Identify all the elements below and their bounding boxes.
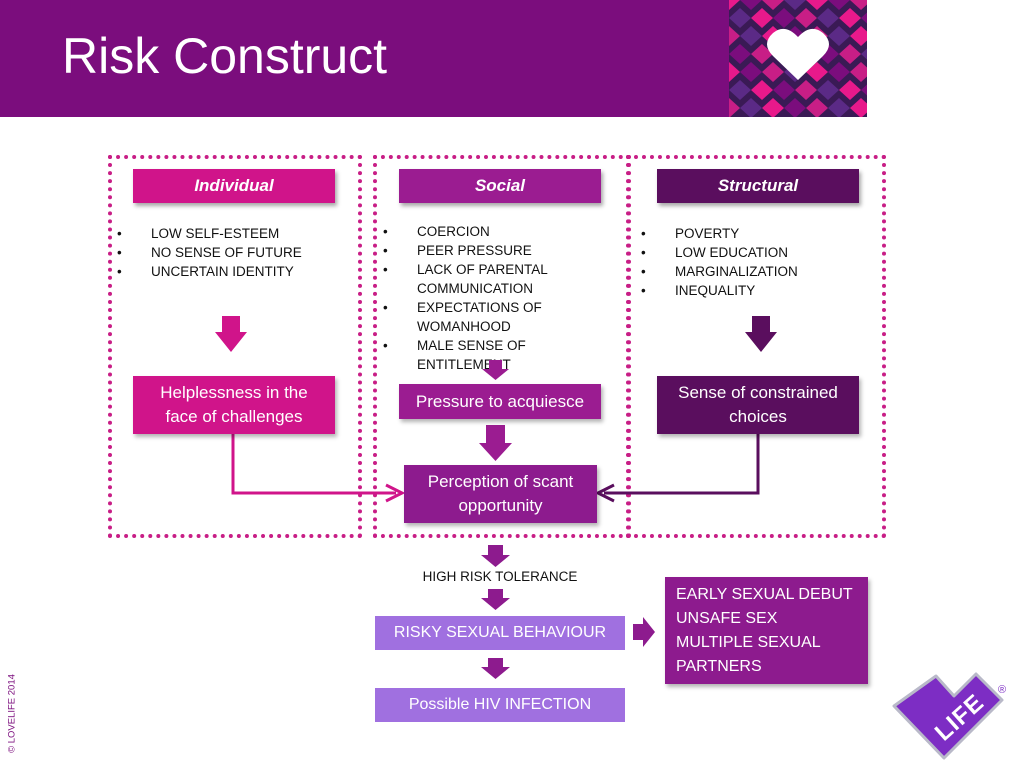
pattern-diamond <box>751 80 773 100</box>
list-item: COERCION <box>383 222 619 241</box>
pattern-diamond <box>729 0 740 10</box>
pattern-diamond <box>828 26 850 46</box>
list-item: POVERTY <box>641 224 877 243</box>
structural-connector-arrowhead-icon <box>594 483 615 503</box>
slide-title: Risk Construct <box>62 28 388 84</box>
pattern-diamond <box>729 80 751 100</box>
heart-icon <box>767 28 829 80</box>
pattern-diamond <box>751 8 773 28</box>
pattern-diamond <box>839 8 861 28</box>
pattern-diamond <box>751 44 773 64</box>
pattern-diamond <box>839 44 861 64</box>
pattern-diamond <box>806 98 828 117</box>
list-item: MARGINALIZATION <box>641 262 877 281</box>
list-item: INEQUALITY <box>641 281 877 300</box>
social-down-arrow-icon <box>479 425 512 461</box>
pattern-diamond <box>740 62 762 82</box>
pattern-diamond <box>839 80 861 100</box>
list-item: NO SENSE OF FUTURE <box>117 243 347 262</box>
list-item: PEER PRESSURE <box>383 241 619 260</box>
constrained-choices-box: Sense of constrained choices <box>657 376 859 434</box>
pattern-diamond <box>817 8 839 28</box>
pattern-diamond <box>773 8 795 28</box>
structural-connector-line <box>604 434 760 495</box>
pattern-diamond <box>850 62 867 82</box>
pattern-diamond <box>828 98 850 117</box>
pattern-diamond <box>861 48 867 60</box>
header-bar <box>0 0 867 117</box>
structural-down-arrow-icon <box>745 316 777 352</box>
logo-registered-mark: ® <box>998 684 1007 696</box>
pattern-diamond <box>806 0 828 10</box>
copyright-text: © LOVELIFE 2014 <box>6 674 18 753</box>
behaviour-down-arrow-icon <box>481 589 510 610</box>
list-item: LOW EDUCATION <box>641 243 877 262</box>
pattern-diamond <box>828 0 850 10</box>
list-item: LACK OF PARENTAL COMMUNICATION <box>383 260 619 298</box>
tolerance-down-arrow-icon <box>481 545 510 567</box>
hiv-infection-box: Possible HIV INFECTION <box>375 688 625 722</box>
outcome-item: EARLY SEXUAL DEBUT <box>676 586 853 603</box>
outcome-item: MULTIPLE SEXUAL PARTNERS <box>676 634 821 675</box>
list-item: EXPECTATIONS OF WOMANHOOD <box>383 298 619 336</box>
individual-frame <box>108 155 362 538</box>
structural-frame <box>626 155 886 538</box>
infection-down-arrow-icon <box>481 658 510 679</box>
social-factors-list: COERCION PEER PRESSURE LACK OF PARENTAL … <box>383 222 619 374</box>
pattern-diamond <box>762 98 784 117</box>
pattern-diamond <box>850 0 867 10</box>
social-tag: Social <box>399 169 601 203</box>
pattern-diamond <box>729 62 740 82</box>
logo-heart-icon <box>892 672 1004 760</box>
pressure-box: Pressure to acquiesce <box>399 384 601 419</box>
risky-behaviour-box: RISKY SEXUAL BEHAVIOUR <box>375 616 625 650</box>
pattern-diamond <box>795 80 817 100</box>
pattern-diamond <box>729 98 740 117</box>
individual-down-arrow-icon <box>215 316 247 352</box>
pattern-diamond <box>773 80 795 100</box>
individual-connector-arrowhead-icon <box>385 483 406 503</box>
pattern-diamond <box>795 8 817 28</box>
pattern-diamond <box>740 98 762 117</box>
pattern-diamond <box>861 12 867 24</box>
structural-tag: Structural <box>657 169 859 203</box>
pattern-diamond <box>740 0 762 10</box>
pattern-diamond <box>762 0 784 10</box>
helplessness-box: Helplessness in the face of challenges <box>133 376 335 434</box>
individual-tag: Individual <box>133 169 335 203</box>
social-down-arrow-small-icon <box>482 360 509 380</box>
pattern-diamond <box>817 80 839 100</box>
structural-factors-list: POVERTY LOW EDUCATION MARGINALIZATION IN… <box>641 224 877 300</box>
list-item: MALE SENSE OF ENTITLEMENT <box>383 336 619 374</box>
individual-connector-line <box>231 434 396 495</box>
heart-pattern-graphic <box>729 0 867 117</box>
pattern-diamond <box>861 84 867 96</box>
pattern-diamond <box>828 62 850 82</box>
pattern-diamond <box>729 44 751 64</box>
pattern-diamond <box>850 98 867 117</box>
list-item: UNCERTAIN IDENTITY <box>117 262 347 281</box>
outcome-item: UNSAFE SEX <box>676 610 778 627</box>
outcomes-right-arrow-icon <box>633 617 655 647</box>
list-item: LOW SELF-ESTEEM <box>117 224 347 243</box>
lovelife-logo: LIFE ® <box>884 662 1014 762</box>
perception-box: Perception of scant opportunity <box>404 465 597 523</box>
pattern-diamond <box>740 26 762 46</box>
pattern-diamond <box>729 26 740 46</box>
behaviour-outcomes-box: EARLY SEXUAL DEBUT UNSAFE SEX MULTIPLE S… <box>665 577 868 684</box>
individual-factors-list: LOW SELF-ESTEEM NO SENSE OF FUTURE UNCER… <box>117 224 347 281</box>
high-risk-tolerance-label: HIGH RISK TOLERANCE <box>422 569 578 584</box>
pattern-diamond <box>762 62 784 82</box>
pattern-diamond <box>784 0 806 10</box>
pattern-diamond <box>784 98 806 117</box>
pattern-diamond <box>850 26 867 46</box>
pattern-diamond <box>729 8 751 28</box>
